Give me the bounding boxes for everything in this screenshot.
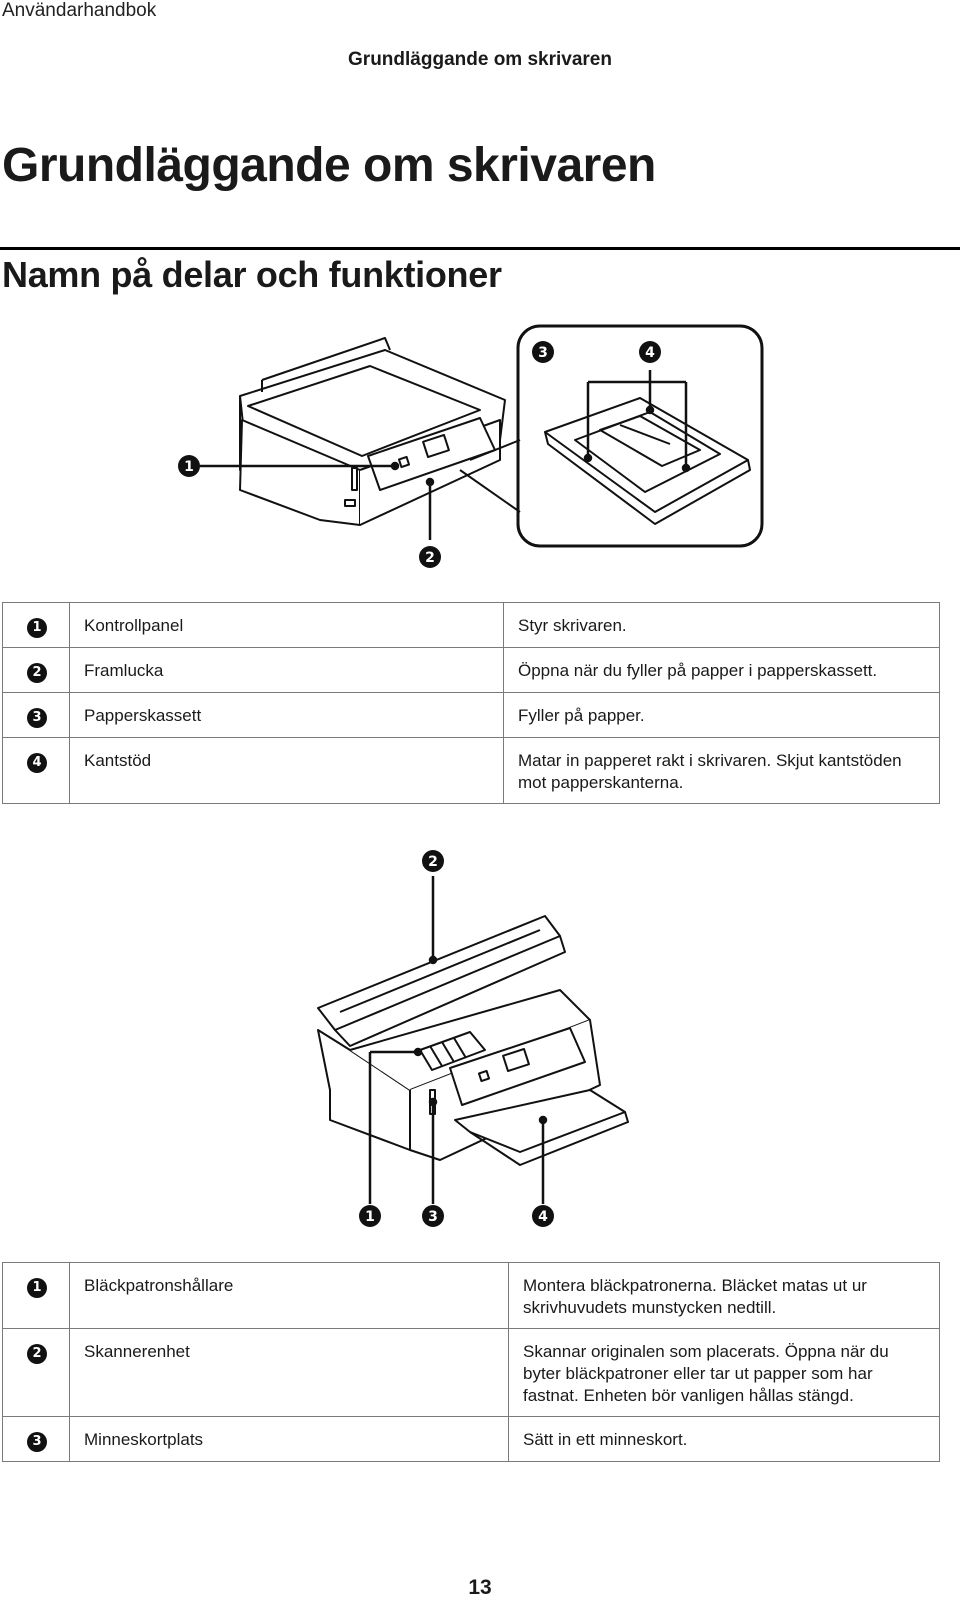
part-name: Kantstöd (69, 737, 504, 804)
callout-3-icon: 3 (532, 341, 554, 363)
part-name: Papperskassett (69, 692, 504, 738)
parts-table-2: 1 Bläckpatronshållare Montera bläckpatro… (2, 1262, 940, 1462)
running-head: Användarhandbok (2, 0, 157, 21)
callout-1-icon: 1 (178, 455, 200, 477)
callout-4-icon: 4 (639, 341, 661, 363)
part-name: Bläckpatronshållare (69, 1262, 509, 1329)
number-badge: 2 (27, 1344, 47, 1364)
table-row: 1 Bläckpatronshållare Montera bläckpatro… (2, 1262, 940, 1329)
heading-rule (0, 247, 960, 250)
part-description: Skannar originalen som placerats. Öppna … (508, 1328, 940, 1417)
part-name: Minneskortplats (69, 1416, 509, 1462)
svg-text:4: 4 (538, 1209, 548, 1225)
svg-text:1: 1 (184, 459, 194, 475)
svg-text:4: 4 (645, 345, 655, 361)
page-number: 13 (468, 1576, 492, 1599)
number-badge: 3 (27, 1432, 47, 1452)
part-description: Styr skrivaren. (503, 602, 940, 648)
table-row: 2 Framlucka Öppna när du fyller på pappe… (2, 647, 940, 693)
table-row: 4 Kantstöd Matar in papperet rakt i skri… (2, 737, 940, 804)
part-name: Kontrollpanel (69, 602, 504, 648)
svg-text:2: 2 (425, 550, 435, 566)
part-description: Sätt in ett minneskort. (508, 1416, 940, 1462)
number-badge: 1 (27, 618, 47, 638)
part-description: Matar in papperet rakt i skrivaren. Skju… (503, 737, 940, 804)
table-row: 3 Minneskortplats Sätt in ett minneskort… (2, 1416, 940, 1462)
svg-text:2: 2 (428, 854, 438, 870)
printer-front-illustration: 1 2 3 4 (178, 324, 764, 568)
svg-text:1: 1 (365, 1209, 375, 1225)
part-name: Framlucka (69, 647, 504, 693)
part-description: Fyller på papper. (503, 692, 940, 738)
callout-3-icon: 3 (422, 1205, 444, 1227)
section-header: Grundläggande om skrivaren (348, 49, 612, 70)
svg-text:3: 3 (428, 1209, 438, 1225)
table-row: 3 Papperskassett Fyller på papper. (2, 692, 940, 738)
parts-table-1: 1 Kontrollpanel Styr skrivaren. 2 Framlu… (2, 602, 940, 804)
callout-2-icon: 2 (419, 546, 441, 568)
callout-2-icon: 2 (422, 850, 444, 872)
number-badge: 1 (27, 1278, 47, 1298)
part-description: Öppna när du fyller på papper i pappersk… (503, 647, 940, 693)
part-name: Skannerenhet (69, 1328, 509, 1417)
callout-4-icon: 4 (532, 1205, 554, 1227)
number-badge: 4 (27, 753, 47, 773)
table-row: 1 Kontrollpanel Styr skrivaren. (2, 602, 940, 648)
chapter-title: Grundläggande om skrivaren (2, 139, 656, 192)
number-badge: 3 (27, 708, 47, 728)
callout-1-icon: 1 (359, 1205, 381, 1227)
subsection-title: Namn på delar och funktioner (2, 254, 502, 295)
svg-text:3: 3 (538, 345, 548, 361)
table-row: 2 Skannerenhet Skannar originalen som pl… (2, 1328, 940, 1417)
printer-open-illustration: 2 1 3 4 (317, 850, 629, 1227)
part-description: Montera bläckpatronerna. Bläcket matas u… (508, 1262, 940, 1329)
number-badge: 2 (27, 663, 47, 683)
